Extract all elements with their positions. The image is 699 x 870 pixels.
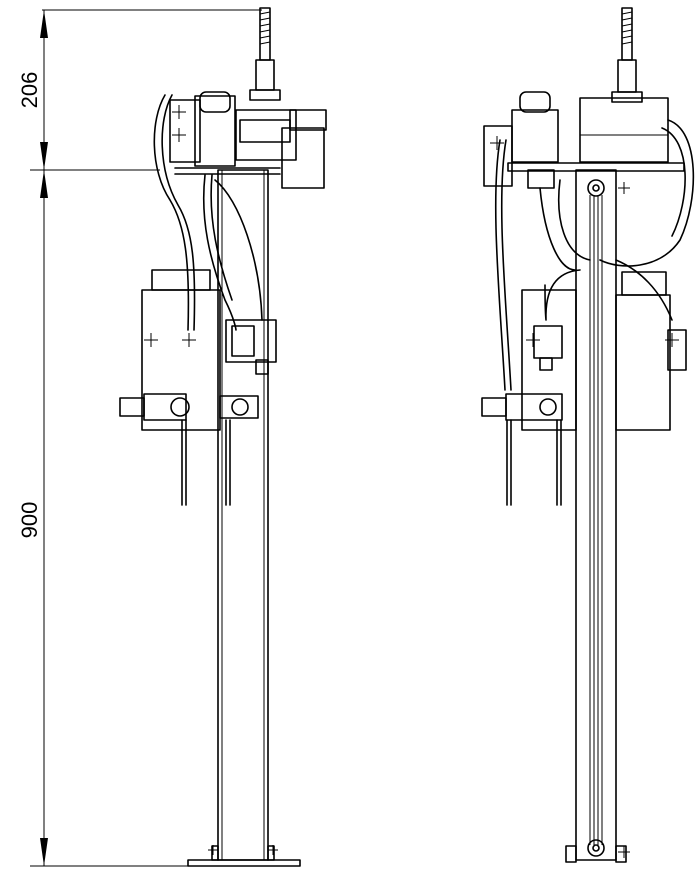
side-view xyxy=(119,7,327,867)
mounting-bolt-icon xyxy=(144,105,278,855)
dimension-arrow xyxy=(40,142,48,170)
base-plate xyxy=(187,859,301,867)
dimension-lines xyxy=(30,9,262,867)
threaded-rod-icon xyxy=(249,7,281,101)
gearbox xyxy=(579,97,669,163)
mounting-bolt-icon xyxy=(490,136,679,858)
fitting-front xyxy=(481,397,507,417)
dimension-label-column: 900 xyxy=(17,502,42,539)
threaded-rod-icon xyxy=(611,7,643,103)
dimension-label-top: 206 xyxy=(17,72,42,109)
hose-front xyxy=(599,119,695,267)
dimension-arrow xyxy=(40,10,48,38)
motor-housing xyxy=(194,95,236,167)
support-column xyxy=(217,169,269,861)
valve-block-front xyxy=(521,289,577,431)
hose xyxy=(153,94,190,331)
support-column-front xyxy=(575,169,617,861)
valve-block xyxy=(141,289,221,431)
dimension-arrow xyxy=(40,838,48,866)
fitting xyxy=(119,397,145,417)
dimension-arrow xyxy=(40,170,48,198)
front-view xyxy=(481,7,695,863)
